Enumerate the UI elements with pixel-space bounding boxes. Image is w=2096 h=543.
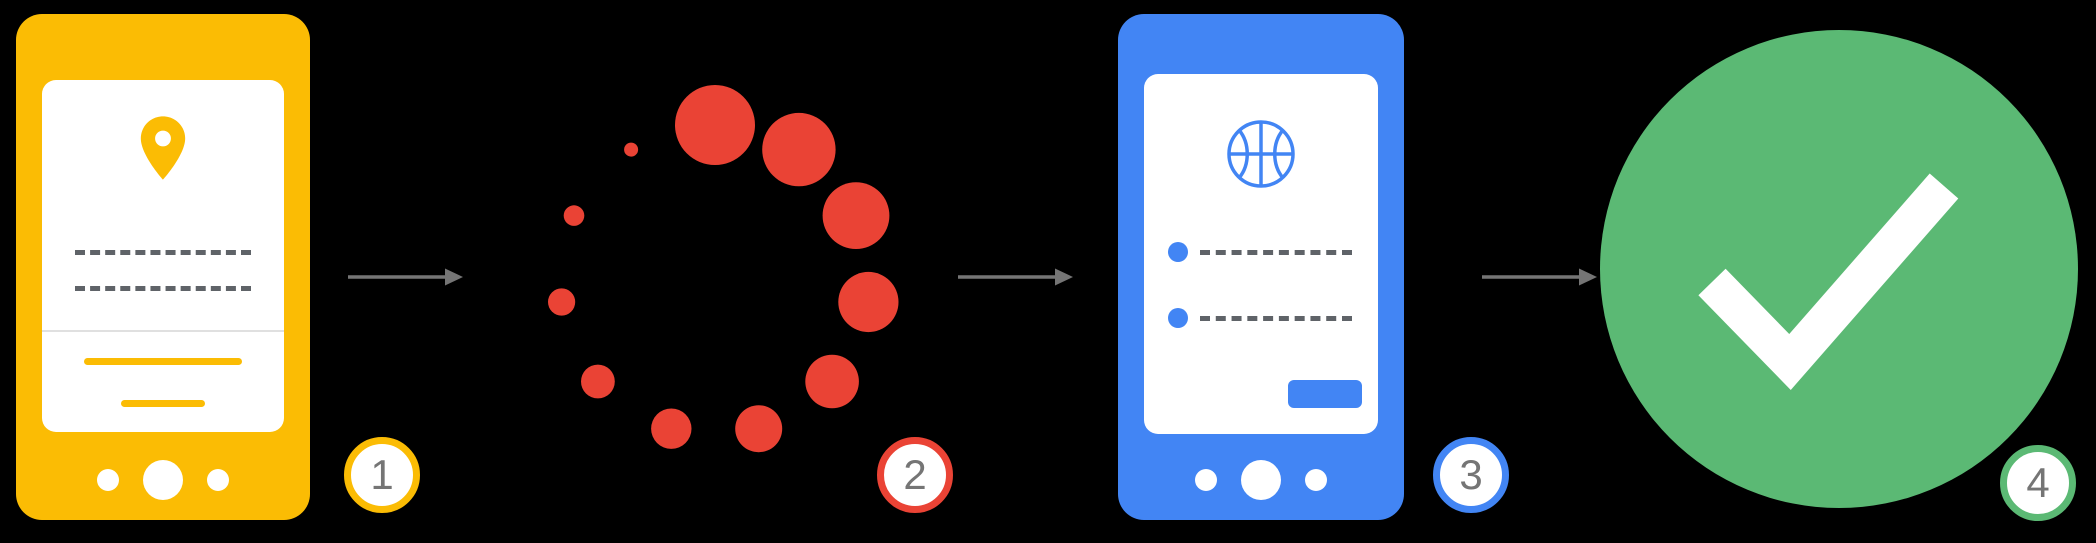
text-placeholder-line (1200, 249, 1352, 255)
arrow-right-icon (958, 268, 1073, 286)
nav-dot (1305, 469, 1327, 491)
nav-dot (1195, 469, 1217, 491)
step-badge-2: 2 (877, 437, 953, 513)
nav-dot (97, 469, 119, 491)
spinner-dot (563, 205, 585, 226)
spinner-dot (735, 405, 783, 453)
list-item-placeholder (1168, 242, 1352, 262)
nav-dot (143, 460, 183, 500)
basketball-seam (1237, 128, 1249, 180)
step-number: 1 (370, 451, 394, 498)
accent-line-placeholder (121, 400, 205, 407)
checkmark-icon (1698, 173, 1959, 390)
step-badge-3: 3 (1433, 437, 1509, 513)
spinner-dot (675, 85, 755, 165)
bullet-dot (1168, 242, 1188, 262)
loading-spinner-icon (548, 85, 899, 453)
location-pin-icon (140, 116, 186, 180)
divider (42, 330, 284, 332)
text-placeholder-line (1200, 315, 1352, 321)
bullet-dot (1168, 308, 1188, 328)
phone-screen (42, 80, 284, 432)
basketball-seam (1273, 128, 1285, 180)
spinner-dot (624, 142, 639, 157)
spinner-dot (651, 408, 692, 449)
list-item-placeholder (1168, 308, 1352, 328)
accent-line-placeholder (84, 358, 242, 365)
button-placeholder (1288, 380, 1362, 408)
basketball-icon (1227, 120, 1295, 188)
text-placeholder-line (75, 250, 251, 255)
step-number: 2 (903, 451, 927, 498)
arrow-right-icon (348, 268, 463, 286)
success-circle (1600, 30, 2078, 508)
step-number: 3 (1459, 451, 1483, 498)
spinner-dot (838, 271, 899, 333)
arrow-right-icon (1482, 268, 1597, 286)
step-badge-4: 4 (2000, 445, 2076, 521)
spinner-dot (805, 354, 859, 409)
text-placeholder-line (75, 286, 251, 291)
nav-dot (1241, 460, 1281, 500)
step-number: 4 (2026, 459, 2050, 506)
spinner-dot (548, 288, 576, 316)
spinner-dot (822, 182, 890, 249)
phone-nav-bar (1118, 460, 1404, 500)
phone-mockup-step-3 (1118, 14, 1404, 520)
phone-mockup-step-1 (16, 14, 310, 520)
spinner-dot (762, 112, 836, 187)
nav-dot (207, 469, 229, 491)
spinner-dot (581, 364, 615, 399)
phone-nav-bar (16, 460, 310, 500)
phone-screen (1144, 74, 1378, 434)
step-badge-1: 1 (344, 437, 420, 513)
